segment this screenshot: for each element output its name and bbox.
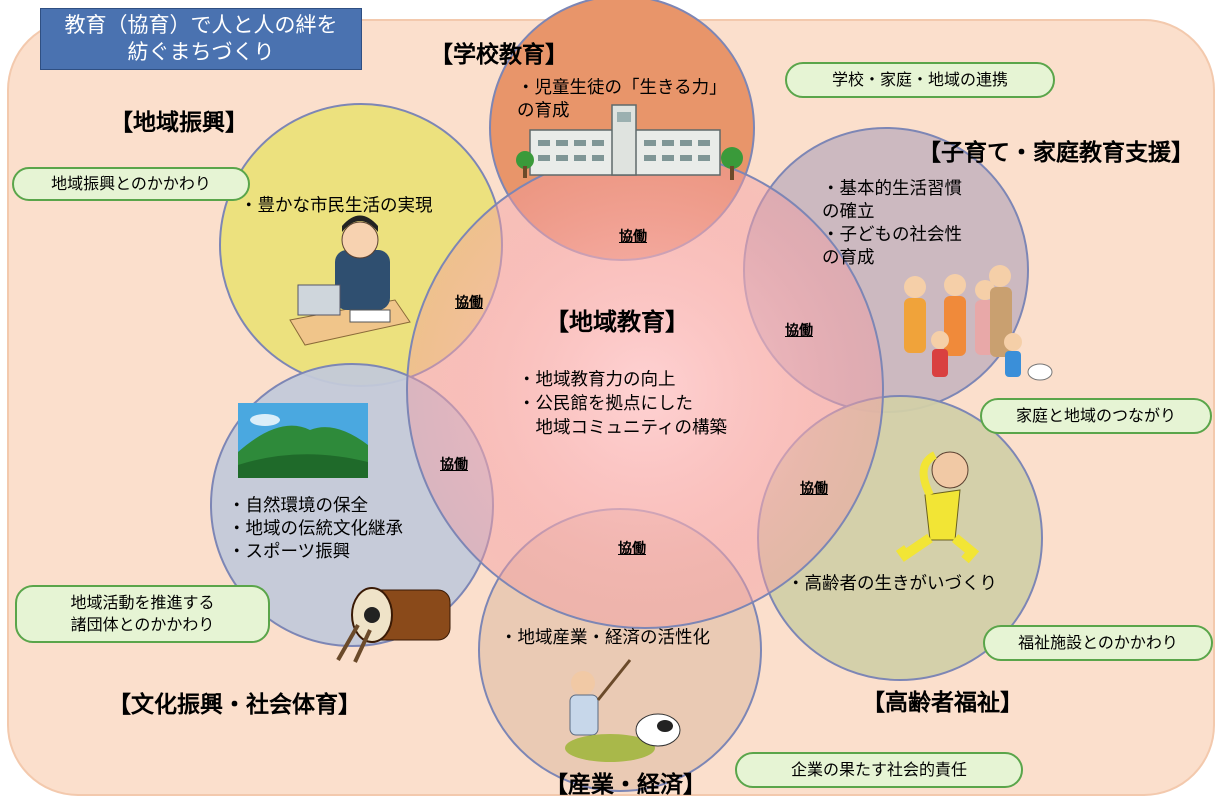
pill-welfare: 福祉施設とのかかわり <box>983 625 1213 661</box>
elderly-exercise-icon <box>895 451 980 564</box>
farmer-cow-icon <box>565 659 681 762</box>
pill-regional-promotion: 地域振興とのかかわり <box>12 167 250 201</box>
regional-promotion-heading: 【地域振興】 <box>110 110 248 136</box>
office-worker-icon <box>289 215 411 346</box>
collab-label-industry: 協働 <box>618 541 646 557</box>
center-heading: 【地域教育】 <box>545 308 689 336</box>
industry-text: ・地域産業・経済の活性化 <box>500 628 710 648</box>
school-building-icon <box>516 104 743 180</box>
collab-label-childcare: 協働 <box>785 323 813 339</box>
pill-school-home-region: 学校・家庭・地域の連携 <box>785 62 1055 98</box>
regional-promotion-text: ・豊かな市民生活の実現 <box>240 196 433 216</box>
center-bullets: ・地域教育力の向上 ・公民館を拠点にした 地域コミュニティの構築 <box>518 370 727 438</box>
collab-label-elderly: 協働 <box>800 481 828 497</box>
school-text: ・児童生徒の「生きる力」 の育成 <box>517 78 727 121</box>
elderly-heading: 【高齢者福祉】 <box>862 690 1023 716</box>
family-icon <box>904 265 1053 381</box>
collab-label-culture: 協働 <box>440 457 468 473</box>
pill-home-region: 家庭と地域のつながり <box>980 398 1212 434</box>
pill-groups: 地域活動を推進する 諸団体とのかかわり <box>15 585 270 643</box>
culture-text: ・自然環境の保全 ・地域の伝統文化継承 ・スポーツ振興 <box>228 496 403 562</box>
culture-heading: 【文化振興・社会体育】 <box>108 692 361 718</box>
collab-label-regional: 協働 <box>455 295 483 311</box>
mountain-landscape-icon <box>238 403 368 478</box>
collab-label-school: 協働 <box>619 229 647 245</box>
diagram-title: 教育（協育）で人と人の絆を 紡ぐまちづくり <box>40 8 362 70</box>
industry-heading: 【産業・経済】 <box>545 772 706 798</box>
school-heading: 【学校教育】 <box>430 42 568 68</box>
elderly-text: ・高齢者の生きがいづくり <box>787 574 997 594</box>
taiko-drum-icon <box>336 587 451 663</box>
pill-csr: 企業の果たす社会的責任 <box>735 752 1023 788</box>
childcare-text: ・基本的生活習慣 の確立 ・子どもの社会性 の育成 <box>822 179 962 268</box>
childcare-heading: 【子育て・家庭教育支援】 <box>918 140 1194 166</box>
